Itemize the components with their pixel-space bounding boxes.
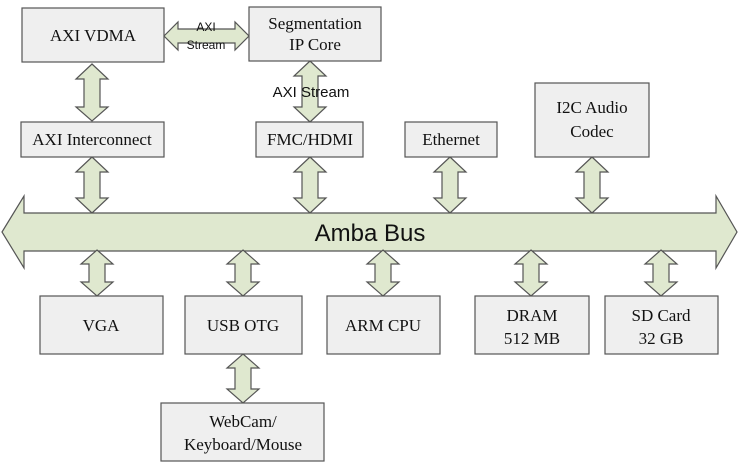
usb-otg-block: USB OTG: [184, 295, 303, 355]
i2c-audio-label-line1: I2C Audio: [556, 98, 627, 117]
segmentation-label-line1: Segmentation: [268, 14, 362, 33]
bus-vga-arrow: [79, 249, 115, 297]
fmc-bus-arrow: [292, 156, 328, 214]
sd-card-label-line2: 32 GB: [639, 329, 684, 348]
bus-usb-arrow: [225, 249, 261, 297]
fmc-hdmi-label: FMC/HDMI: [267, 130, 353, 149]
i2c-bus-arrow: [574, 156, 610, 214]
ethernet-bus-arrow: [432, 156, 468, 214]
ethernet-block: Ethernet: [404, 121, 498, 158]
webcam-keyboard-mouse-block: WebCam/ Keyboard/Mouse: [160, 402, 325, 462]
amba-bus-arrow: [1, 193, 738, 271]
segmentation-ip-core-block: Segmentation IP Core: [248, 6, 382, 62]
dram-label-line1: DRAM: [506, 306, 557, 325]
segmentation-label-line2: IP Core: [289, 35, 341, 54]
amba-bus-label: Amba Bus: [315, 220, 426, 247]
webcam-label-line1: WebCam/: [209, 412, 277, 431]
axi-stream-vertical-label: AXI Stream: [273, 84, 350, 101]
sd-card-label-line1: SD Card: [631, 306, 691, 325]
i2c-audio-label-line2: Codec: [570, 122, 614, 141]
axi-vdma-block: AXI VDMA: [21, 7, 165, 63]
axi-stream-small-label-line1: AXI: [196, 20, 215, 34]
interconnect-bus-arrow: [74, 156, 110, 214]
ethernet-label: Ethernet: [422, 130, 480, 149]
fmc-hdmi-block: FMC/HDMI: [255, 121, 364, 158]
sd-card-block: SD Card 32 GB: [604, 295, 719, 355]
usb-webcam-arrow: [225, 353, 261, 404]
vga-block: VGA: [39, 295, 164, 355]
axi-interconnect-block: AXI Interconnect: [20, 121, 165, 158]
vdma-interconnect-arrow: [74, 63, 110, 122]
dram-label-line2: 512 MB: [504, 329, 560, 348]
usb-otg-label: USB OTG: [207, 316, 279, 335]
dram-block: DRAM 512 MB: [474, 295, 590, 355]
i2c-audio-codec-block: I2C Audio Codec: [534, 82, 650, 158]
webcam-label-line2: Keyboard/Mouse: [184, 435, 302, 454]
axi-interconnect-label: AXI Interconnect: [32, 130, 152, 149]
arm-cpu-label: ARM CPU: [345, 316, 421, 335]
axi-vdma-label: AXI VDMA: [50, 26, 137, 45]
bus-dram-arrow: [513, 249, 549, 297]
bus-sdcard-arrow: [643, 249, 679, 297]
axi-stream-small-label-line2: Stream: [187, 38, 226, 52]
bus-cpu-arrow: [365, 249, 401, 297]
arm-cpu-block: ARM CPU: [326, 295, 441, 355]
vga-label: VGA: [83, 316, 121, 335]
